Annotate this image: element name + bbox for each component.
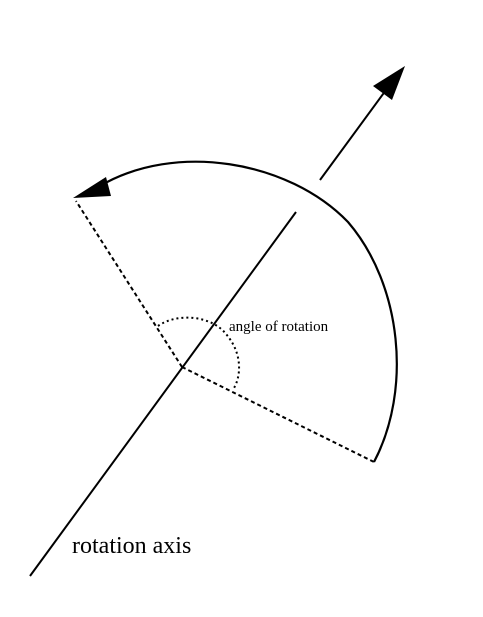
- rotation-arc: [99, 160, 398, 463]
- axis-arrowhead: [373, 66, 405, 100]
- dashed-radius-end: [75, 200, 183, 368]
- arc-arrowhead: [73, 177, 111, 198]
- dashed-radius-start: [181, 366, 375, 463]
- angle-indicator-arc: [157, 316, 240, 389]
- rotation-axis-label: rotation axis: [72, 533, 191, 559]
- rotation-axis-lower: [29, 211, 297, 577]
- angle-of-rotation-label: angle of rotation: [229, 319, 329, 335]
- rotation-axis-upper: [319, 89, 387, 181]
